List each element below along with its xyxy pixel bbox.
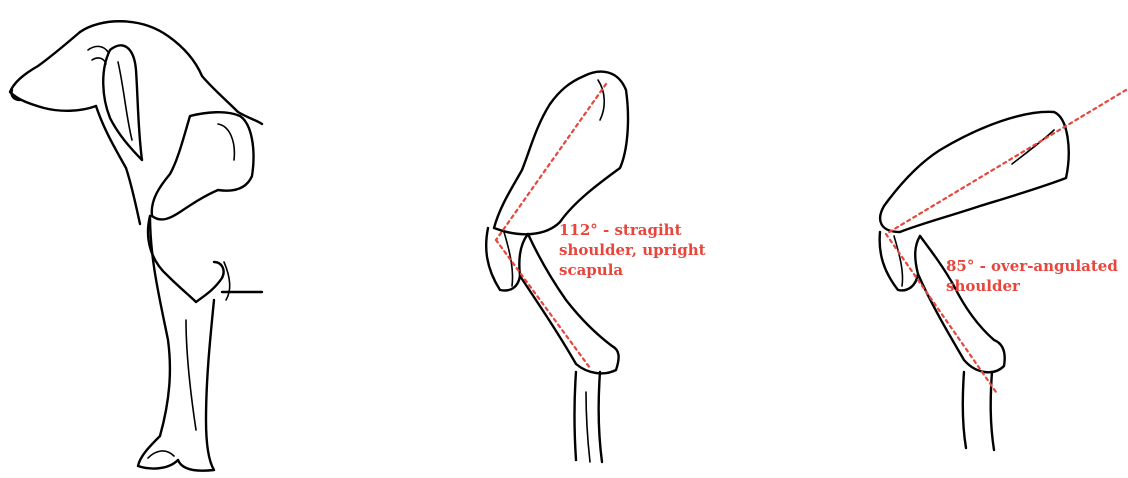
over-angulated-shoulder-label: 85° - over-angulated shoulder bbox=[946, 256, 1118, 296]
brow-line bbox=[88, 46, 108, 52]
radius-front-line bbox=[575, 372, 577, 460]
angle-guide-lines-85 bbox=[886, 90, 1126, 392]
label-line: shoulder, upright bbox=[559, 240, 706, 260]
label-line: scapula bbox=[559, 260, 706, 280]
label-line: 85° - over-angulated bbox=[946, 256, 1118, 276]
scapula-spine-line bbox=[1012, 130, 1054, 164]
scapula-outline bbox=[880, 112, 1069, 232]
radius-front-line bbox=[963, 372, 966, 448]
shoulder-joint-outline bbox=[486, 228, 528, 290]
ear-outline bbox=[103, 45, 142, 160]
scapula-axis-line bbox=[496, 84, 606, 240]
ulna-line bbox=[586, 392, 590, 462]
leg-tendon-line bbox=[186, 320, 196, 430]
muzzle-outline bbox=[10, 32, 96, 111]
radius-back-line bbox=[599, 372, 602, 462]
label-line: shoulder bbox=[946, 276, 1118, 296]
leg-front-outline bbox=[138, 216, 178, 468]
eye-line bbox=[92, 58, 106, 64]
humerus-inner-line bbox=[894, 236, 903, 286]
scapula-spine-line bbox=[218, 124, 234, 160]
paw-toe-line bbox=[148, 451, 174, 458]
label-line: 112° - stragiht bbox=[559, 220, 706, 240]
elbow-point-line bbox=[224, 262, 230, 300]
dog-forequarter-drawing bbox=[10, 21, 262, 470]
throat-outline bbox=[96, 106, 140, 224]
leg-back-outline bbox=[178, 300, 214, 471]
elbow-outline bbox=[148, 216, 224, 302]
ear-fold-line bbox=[118, 62, 132, 140]
scapula-outline bbox=[494, 72, 628, 235]
scapula-outline bbox=[152, 112, 254, 219]
straight-shoulder-label: 112° - stragiht shoulder, upright scapul… bbox=[559, 220, 706, 280]
